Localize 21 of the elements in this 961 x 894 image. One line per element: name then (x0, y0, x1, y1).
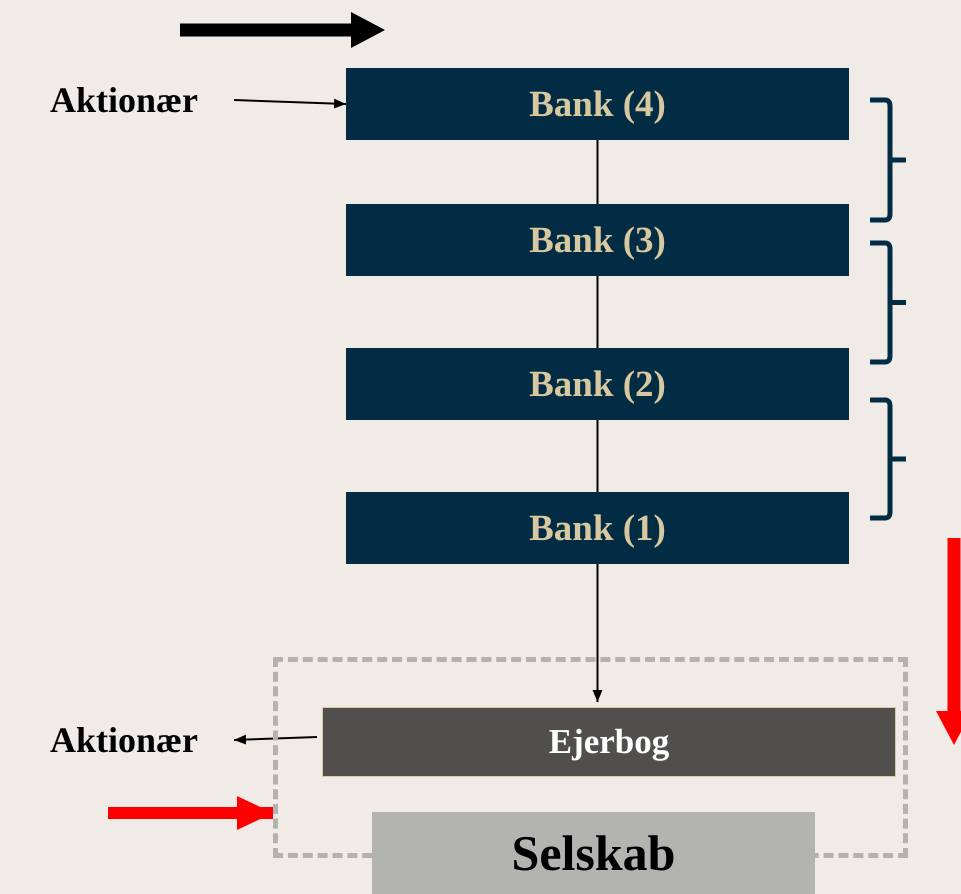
connector-line (596, 140, 598, 204)
box-label: Selskab (512, 824, 676, 882)
actor-label: Aktionær (14, 718, 234, 762)
box-label: Bank (1) (529, 506, 666, 550)
thick-arrow (108, 796, 273, 830)
register-box (322, 707, 896, 777)
arrow (234, 98, 346, 109)
bank-box (346, 492, 849, 564)
bank-box (346, 204, 849, 276)
box-label: Ejerbog (548, 722, 670, 762)
actor-label: Aktionær (14, 78, 234, 122)
box-label: Bank (4) (529, 82, 666, 126)
connector-line (596, 276, 598, 348)
company-box (372, 812, 815, 894)
arrow (234, 734, 318, 745)
bank-box (346, 68, 849, 140)
arrow (592, 564, 602, 702)
bank-box (346, 348, 849, 420)
box-label: Bank (2) (529, 362, 666, 406)
connector-line (596, 420, 598, 492)
box-label: Bank (3) (529, 218, 666, 262)
